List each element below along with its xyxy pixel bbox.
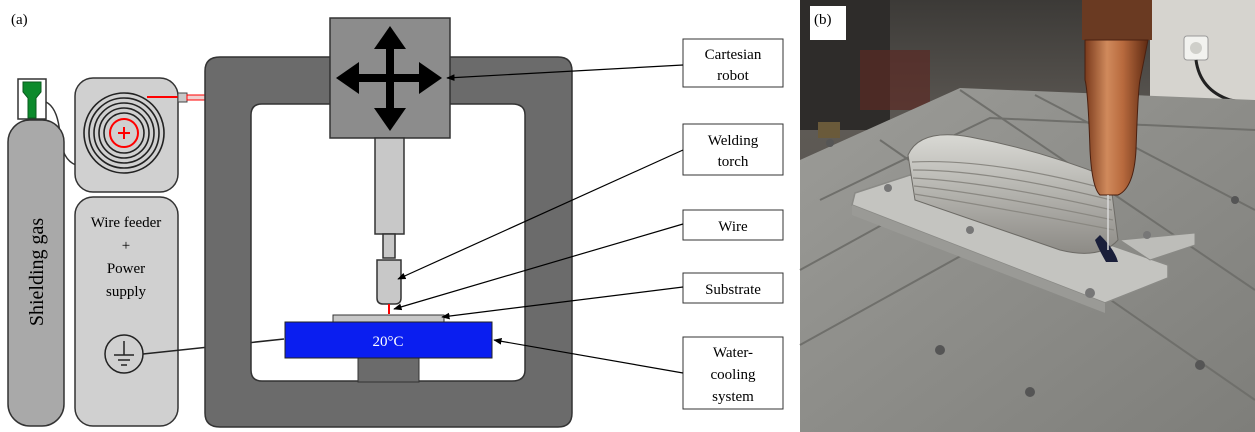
- plus-terminal-ring: [109, 118, 139, 148]
- panel-b-photo: (b): [799, 0, 1255, 432]
- torch-arm: [374, 137, 405, 235]
- wire-feeder-unit: Wire feeder + Power supply: [74, 77, 331, 427]
- cylinder-valve-icon: [22, 81, 42, 119]
- callout-wire: Wire: [718, 219, 748, 235]
- callout-torch-2: torch: [718, 154, 749, 170]
- arrow-substrate: [441, 286, 684, 320]
- photo-torch-nozzle: [1084, 39, 1149, 196]
- arrow-wire: [393, 223, 684, 311]
- gas-cylinder: Shielding gas: [7, 78, 77, 427]
- callout-robot-1: Cartesian: [705, 47, 762, 63]
- photo-substrate-right: [1118, 232, 1196, 261]
- callout-cooling-3: system: [712, 389, 754, 405]
- callout-torch-1: Welding: [708, 133, 759, 149]
- plate-bolt-1: [884, 184, 892, 192]
- arrow-cooling: [493, 337, 684, 374]
- callout-box-robot: [682, 38, 784, 88]
- weld-oxide: [1095, 235, 1118, 262]
- socket-hole: [1190, 42, 1202, 54]
- wire-conduit-connector: [177, 92, 188, 103]
- cylinder-body: [7, 119, 65, 427]
- wire-spool-housing: [74, 77, 179, 193]
- wire-spool-icon: [83, 92, 165, 174]
- wire-feeder-text-2: +: [122, 238, 130, 254]
- panel-a: (a) Shielding gas Wire feeder + Po: [7, 12, 784, 428]
- arrow-torch: [397, 149, 684, 280]
- ground-icon: [114, 341, 134, 366]
- plate-bolt-2: [966, 226, 974, 234]
- temperature-label: 20°C: [372, 334, 403, 350]
- panel-a-label: (a): [11, 12, 28, 28]
- panel-b-label-bg: [810, 6, 846, 40]
- table-bolts: [826, 139, 1239, 397]
- clamp: [818, 122, 840, 138]
- leader-arrows: [393, 64, 684, 374]
- plate-bolt-3: [1085, 288, 1095, 298]
- callout-robot-2: robot: [717, 68, 749, 84]
- wire-feeder-text-3: Power: [107, 261, 145, 277]
- four-way-arrow-icon: [336, 26, 442, 131]
- substrate-plate: [332, 314, 445, 323]
- callouts: Cartesian robot Welding torch Wire Subst…: [682, 38, 784, 410]
- plate-bolt-4: [1143, 231, 1151, 239]
- arrow-robot: [446, 64, 684, 81]
- weld-layers: [911, 160, 1115, 231]
- panel-b-label: (b): [814, 12, 832, 28]
- welding-torch-nozzle: [376, 259, 402, 305]
- wire-feeder-text-4: supply: [106, 284, 147, 300]
- red-equipment: [860, 50, 930, 110]
- torch-body: [1082, 0, 1152, 40]
- callout-box-substrate: [682, 272, 784, 304]
- plus-icon: [118, 127, 130, 139]
- gantry-frame: [204, 56, 573, 428]
- callout-box-cooling: [682, 336, 784, 410]
- callout-substrate: Substrate: [705, 282, 761, 298]
- callout-box-wire: [682, 209, 784, 241]
- photo-substrate-edge: [852, 205, 1105, 313]
- shielding-gas-label: Shielding gas: [26, 218, 48, 327]
- callout-box-torch: [682, 123, 784, 176]
- cooling-stand: [357, 355, 420, 383]
- deposited-wall: [907, 134, 1119, 254]
- torch-neck: [382, 233, 396, 259]
- water-cooling-block: [284, 321, 493, 359]
- callout-cooling-2: cooling: [711, 367, 756, 383]
- wire-feeder-text-1: Wire feeder: [91, 215, 162, 231]
- power-supply-body: [74, 196, 179, 427]
- callout-cooling-1: Water-: [713, 345, 753, 361]
- robot-frame: 20°C: [204, 17, 573, 428]
